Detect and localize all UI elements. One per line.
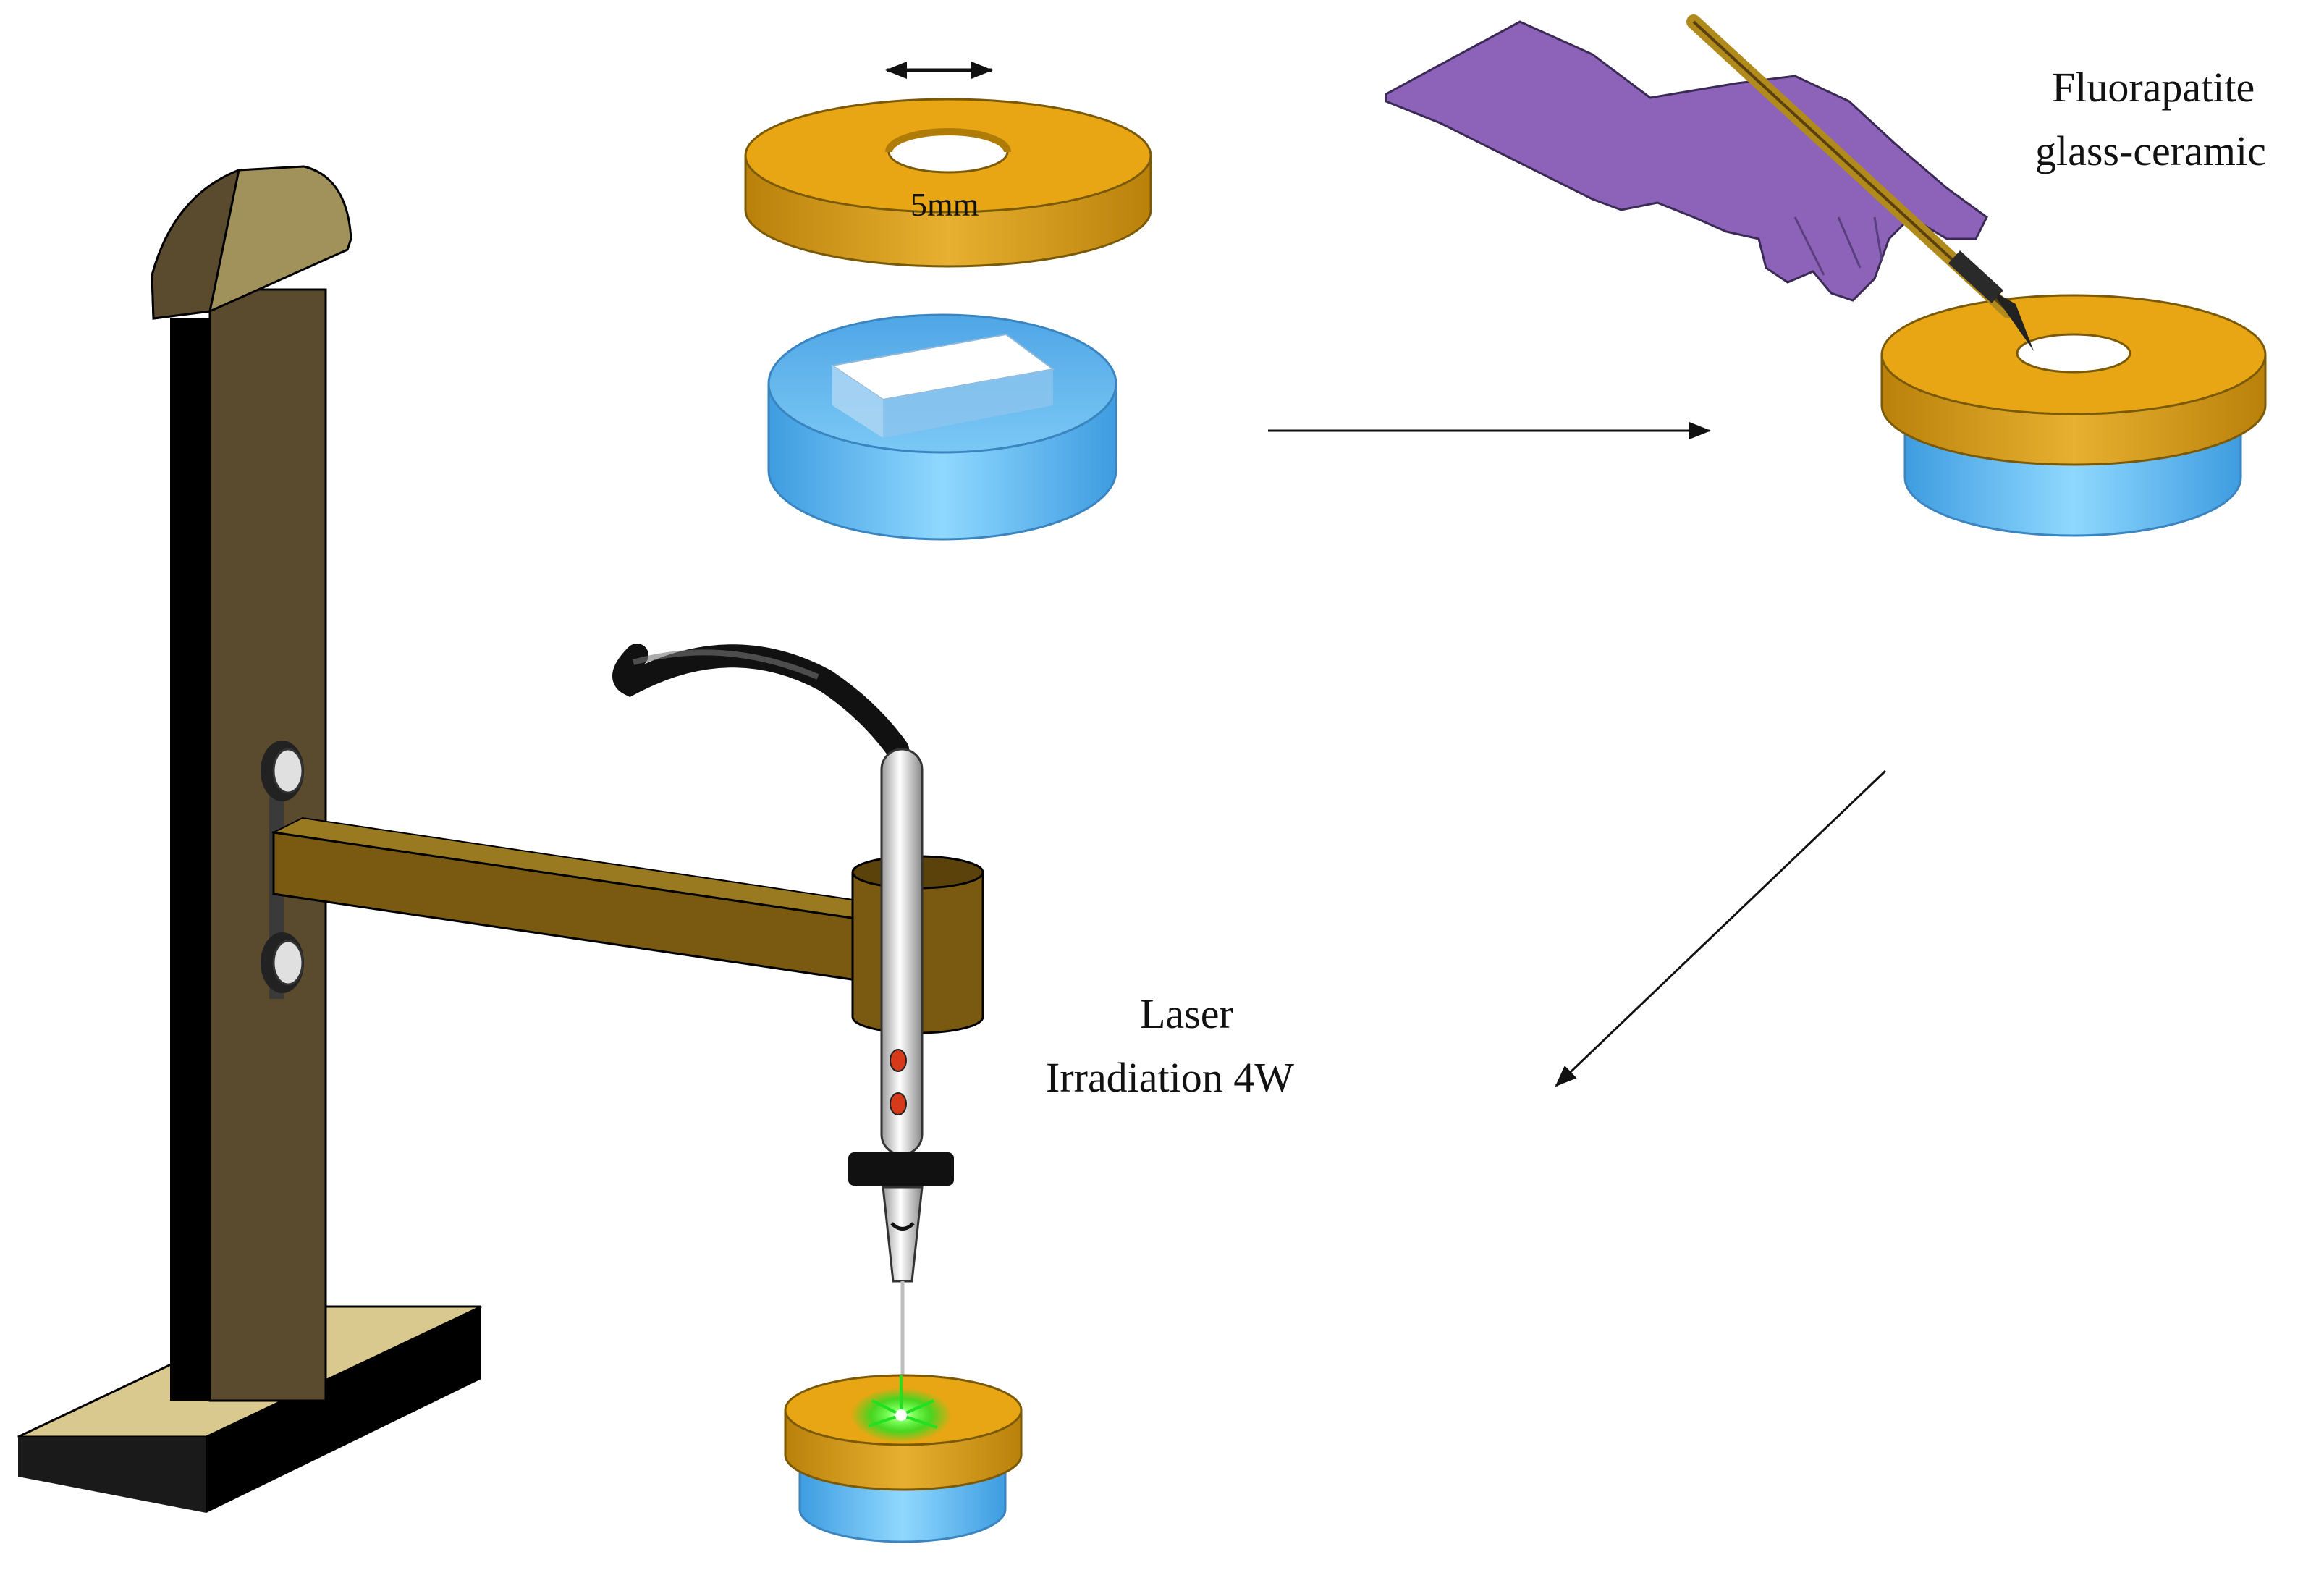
laser-label-line1: Laser [1140, 990, 1233, 1037]
specimen-icon [784, 1374, 1023, 1543]
step-arrow-down-left [1555, 769, 1887, 1087]
brush-icon [1686, 14, 2034, 351]
gloved-hand-icon [1385, 20, 1988, 302]
laser-label-line2: Irradiation 4W [1046, 1054, 1294, 1101]
material-label-line2: glass-ceramic [2035, 127, 2266, 174]
lab-stand-icon [17, 165, 984, 1513]
ring-diameter-label: 5mm [910, 186, 979, 223]
material-label-line1: Fluorapatite [2052, 64, 2255, 111]
laser-handpiece-icon [612, 644, 954, 1401]
ring-mould [744, 98, 1152, 268]
dentin-disc [767, 313, 1117, 541]
assembled-sample-top [1880, 294, 2267, 537]
